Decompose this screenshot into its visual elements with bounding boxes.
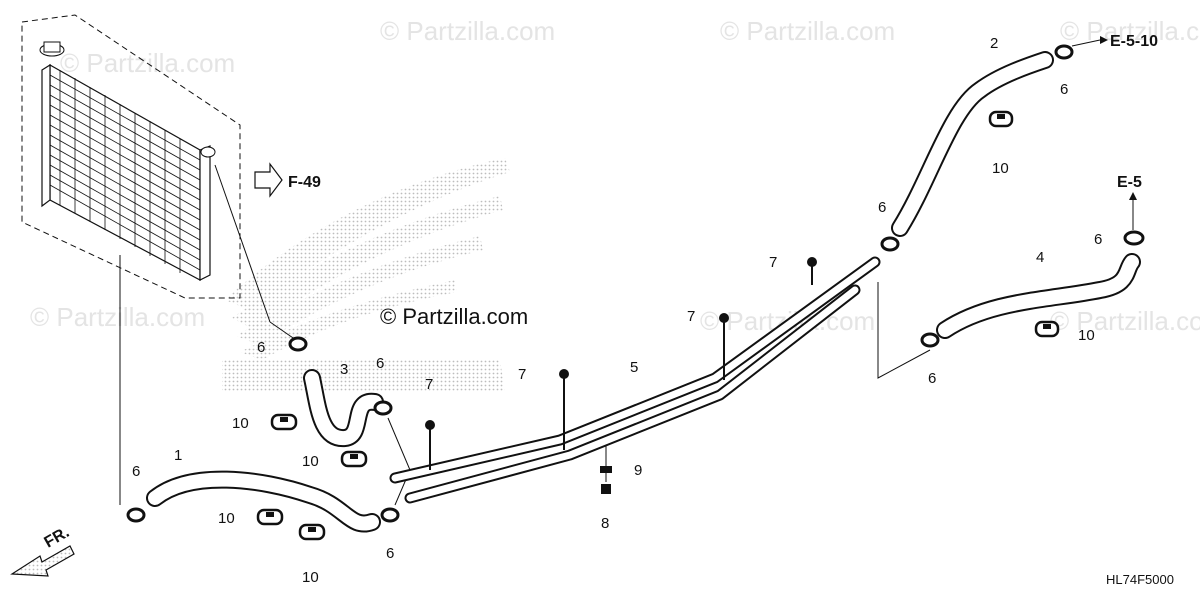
part-label: 1 <box>174 447 182 464</box>
part-label: 7 <box>518 366 526 383</box>
clamp-6 <box>288 336 308 352</box>
part-label: 9 <box>634 462 642 479</box>
pipe-5 <box>389 256 881 504</box>
watermark-text: © Partzilla.com <box>380 16 555 46</box>
part-label: 7 <box>769 254 777 271</box>
part-label: 2 <box>990 35 998 52</box>
part-label: 8 <box>601 515 609 532</box>
clamp-6 <box>126 507 146 523</box>
clamp-10 <box>256 508 284 526</box>
part-label: 3 <box>340 361 348 378</box>
bolt-7 <box>719 313 729 380</box>
radiator <box>21 14 241 299</box>
part-label: 7 <box>425 376 433 393</box>
radiator-outline <box>21 14 241 299</box>
part-label: 10 <box>992 160 1009 177</box>
bolt-7 <box>807 257 817 285</box>
hose-2 <box>891 51 1054 237</box>
watermark-text: © Partzilla.com <box>1050 306 1200 336</box>
clamp-10 <box>270 413 298 431</box>
part-label: 10 <box>302 569 319 586</box>
part-label: 7 <box>687 308 695 325</box>
part-label: 10 <box>232 415 249 432</box>
clamp-group <box>126 44 1145 523</box>
diagram-code: HL74F5000 <box>1106 572 1174 587</box>
bolt-7 <box>559 369 569 450</box>
part-label: 6 <box>878 199 886 216</box>
watermark-text: © Partzilla.com <box>1060 16 1200 46</box>
hose-3 <box>303 369 384 447</box>
clamp-10-group <box>256 110 1060 541</box>
ref-f49: F-49 <box>254 162 321 198</box>
ref-e510-label: E-5-10 <box>1110 33 1158 50</box>
watermark-text: © Partzilla.com <box>30 302 205 332</box>
part-labels: 1 2 3 4 5 6 6 6 6 6 6 6 6 7 7 7 7 8 9 10… <box>132 35 1102 586</box>
bolt-group <box>425 257 817 470</box>
part-label: 10 <box>218 510 235 527</box>
front-indicator: FR. <box>10 524 75 577</box>
part-label: 10 <box>1078 327 1095 344</box>
clamp-6 <box>380 507 400 523</box>
clamp-6 <box>373 400 393 416</box>
hose-4 <box>936 253 1141 339</box>
part-label: 4 <box>1036 249 1044 266</box>
watermark-text: © Partzilla.com <box>720 16 895 46</box>
ref-e5: E-5 <box>1117 174 1142 230</box>
ref-e510: E-5-10 <box>1071 33 1158 50</box>
clamp-10 <box>298 523 326 541</box>
bolt-7 <box>425 420 435 470</box>
part-label: 6 <box>257 339 265 356</box>
clamp-6 <box>1054 44 1074 60</box>
part-label: 6 <box>928 370 936 387</box>
drain-bolt <box>600 466 612 494</box>
honda-wing-logo <box>222 158 510 392</box>
part-label: 6 <box>132 463 140 480</box>
part-label: 6 <box>376 355 384 372</box>
clamp-10 <box>340 450 368 468</box>
ref-f49-label: F-49 <box>288 174 321 191</box>
center-watermark: © Partzilla.com <box>380 304 528 329</box>
part-label: 10 <box>302 453 319 470</box>
ref-e5-label: E-5 <box>1117 174 1142 191</box>
clamp-10 <box>988 110 1014 128</box>
clamp-6 <box>1123 230 1145 246</box>
part-label: 6 <box>1094 231 1102 248</box>
clamp-6 <box>920 332 940 348</box>
clamp-6 <box>880 236 900 252</box>
part-label: 5 <box>630 359 638 376</box>
part-label: 6 <box>386 545 394 562</box>
leader-lines <box>119 164 931 506</box>
part-label: 6 <box>1060 81 1068 98</box>
hose-1 <box>146 470 381 533</box>
clamp-10 <box>1034 320 1060 338</box>
